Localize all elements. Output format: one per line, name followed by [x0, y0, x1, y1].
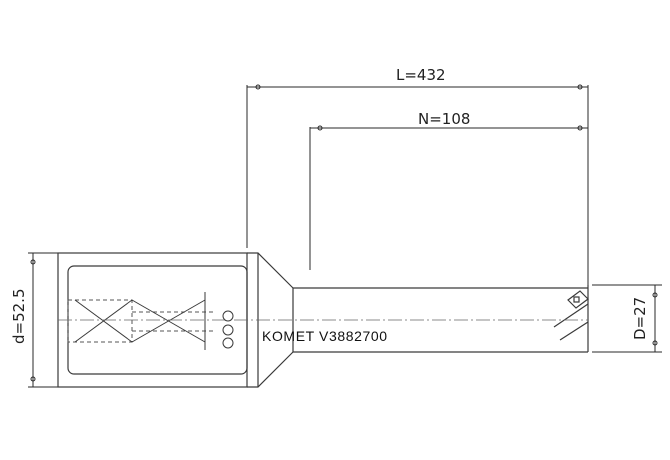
cross-left-b — [74, 299, 133, 343]
clamping-holes — [222, 310, 234, 349]
hidden-features — [67, 299, 215, 343]
neck-length-label: N=108 — [418, 110, 470, 128]
taper-collar-bottom — [247, 351, 294, 388]
arrow-marker-neck-left — [317, 125, 323, 131]
clamp-hole-top — [222, 310, 234, 322]
arrow-marker-neck-right — [577, 125, 583, 131]
taper-collar-top — [247, 252, 294, 289]
dimension-neck-length — [309, 125, 588, 270]
product-marking: KOMET V3882700 — [262, 328, 388, 344]
overall-length-label: L=432 — [396, 66, 446, 84]
cutting-insert — [567, 290, 589, 309]
arrow-marker-left — [255, 84, 261, 90]
dimension-drill-diameter — [592, 284, 662, 353]
arrow-marker-drill-top — [652, 292, 658, 298]
arrow-marker-right — [577, 84, 583, 90]
clamp-hole-middle — [222, 324, 234, 336]
insert-screw — [573, 296, 580, 303]
chip-flute-line — [553, 303, 589, 328]
coolant-pocket-hidden — [67, 299, 133, 343]
arrow-marker-shank-top — [30, 259, 36, 265]
drill-diameter-label: D=27 — [631, 297, 649, 340]
cross-right-b — [131, 299, 206, 343]
shank-diameter-label: d=52.5 — [10, 289, 28, 345]
clamp-hole-bottom — [222, 337, 234, 349]
arrow-marker-shank-bottom — [30, 376, 36, 382]
arrow-marker-drill-bottom — [652, 340, 658, 346]
shank-cross-marks — [74, 292, 206, 350]
chip-flute-line-lower — [559, 321, 589, 341]
